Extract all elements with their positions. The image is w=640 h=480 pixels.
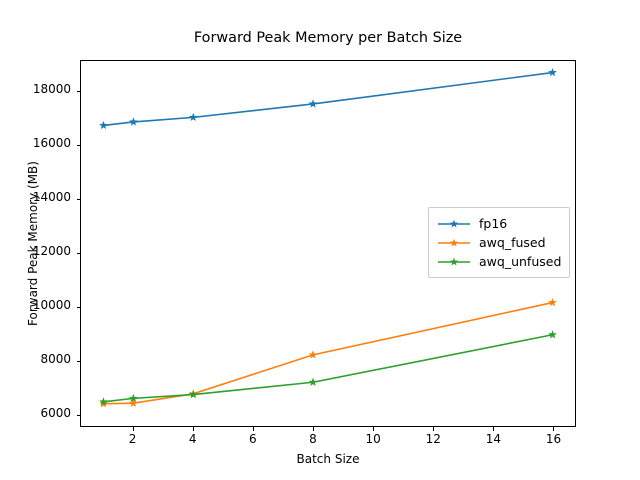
x-tick-label: 16: [545, 432, 562, 446]
y-tick-mark: [76, 360, 80, 362]
legend-item-awq_unfused[interactable]: awq_unfused: [437, 252, 561, 271]
data-point-marker: [308, 377, 318, 386]
y-tick-label: 12000: [32, 243, 71, 258]
y-tick-label: 16000: [32, 136, 71, 150]
x-tick-mark: [373, 427, 375, 431]
series-awq_unfused: [99, 330, 557, 406]
y-tick-label: 10000: [32, 297, 71, 312]
data-point-marker: [129, 117, 138, 126]
data-point-marker: [308, 350, 318, 359]
y-tick-label: 14000: [32, 189, 71, 204]
chart-title: Forward Peak Memory per Batch Size: [193, 30, 463, 46]
y-tick-mark: [76, 414, 80, 416]
series-canvas: [99, 67, 557, 408]
legend-label: awq_unfused: [479, 254, 562, 269]
series-line: [103, 71, 553, 127]
x-tick-label: 8: [309, 432, 317, 446]
y-tick-label: 6000: [40, 405, 71, 420]
data-point-marker: [188, 112, 198, 122]
legend-swatch-icon: [437, 217, 471, 231]
y-axis-label: Forward Peak Memory (MB): [26, 161, 40, 326]
data-point-marker: [129, 393, 138, 403]
x-tick-label: 2: [128, 432, 137, 446]
x-tick-label: 6: [249, 432, 257, 446]
y-tick-mark: [76, 306, 80, 308]
legend-item-fp16[interactable]: fp16: [437, 214, 561, 233]
data-point-marker: [548, 297, 557, 307]
x-tick-mark: [433, 427, 435, 431]
legend-swatch-icon: [437, 255, 471, 269]
series-fp16: [99, 67, 557, 130]
y-tick-mark: [76, 198, 80, 200]
x-tick-mark: [192, 427, 194, 431]
x-tick-label: 10: [365, 432, 381, 446]
series-awq_fused: [99, 297, 557, 408]
data-point-marker: [129, 398, 138, 407]
series-line: [103, 333, 553, 403]
x-tick-mark: [553, 427, 555, 431]
x-tick-mark: [252, 427, 254, 431]
x-tick-label: 14: [485, 432, 501, 446]
y-tick-mark: [76, 91, 80, 93]
data-point-marker: [548, 67, 557, 77]
y-tick-mark: [76, 145, 80, 146]
legend-item-awq_fused[interactable]: awq_fused: [437, 233, 561, 252]
x-tick-label: 4: [188, 432, 197, 446]
y-tick-label: 18000: [32, 82, 71, 97]
y-tick-label: 8000: [40, 351, 71, 366]
data-point-marker: [548, 330, 557, 339]
legend-label: fp16: [479, 216, 508, 231]
x-axis-label: Batch Size: [296, 452, 360, 466]
data-point-marker: [99, 120, 108, 130]
x-tick-mark: [132, 427, 134, 431]
legend[interactable]: fp16 awq_fused awq_unfused: [428, 207, 570, 278]
x-tick-mark: [493, 427, 495, 431]
legend-swatch-icon: [437, 236, 471, 250]
data-point-marker: [308, 99, 318, 108]
x-tick-mark: [312, 427, 314, 431]
legend-label: awq_fused: [479, 235, 546, 250]
data-point-marker: [188, 390, 198, 399]
series-line: [103, 301, 553, 405]
x-tick-label: 12: [425, 432, 441, 446]
data-point-marker: [99, 397, 108, 406]
y-tick-mark: [76, 252, 80, 254]
